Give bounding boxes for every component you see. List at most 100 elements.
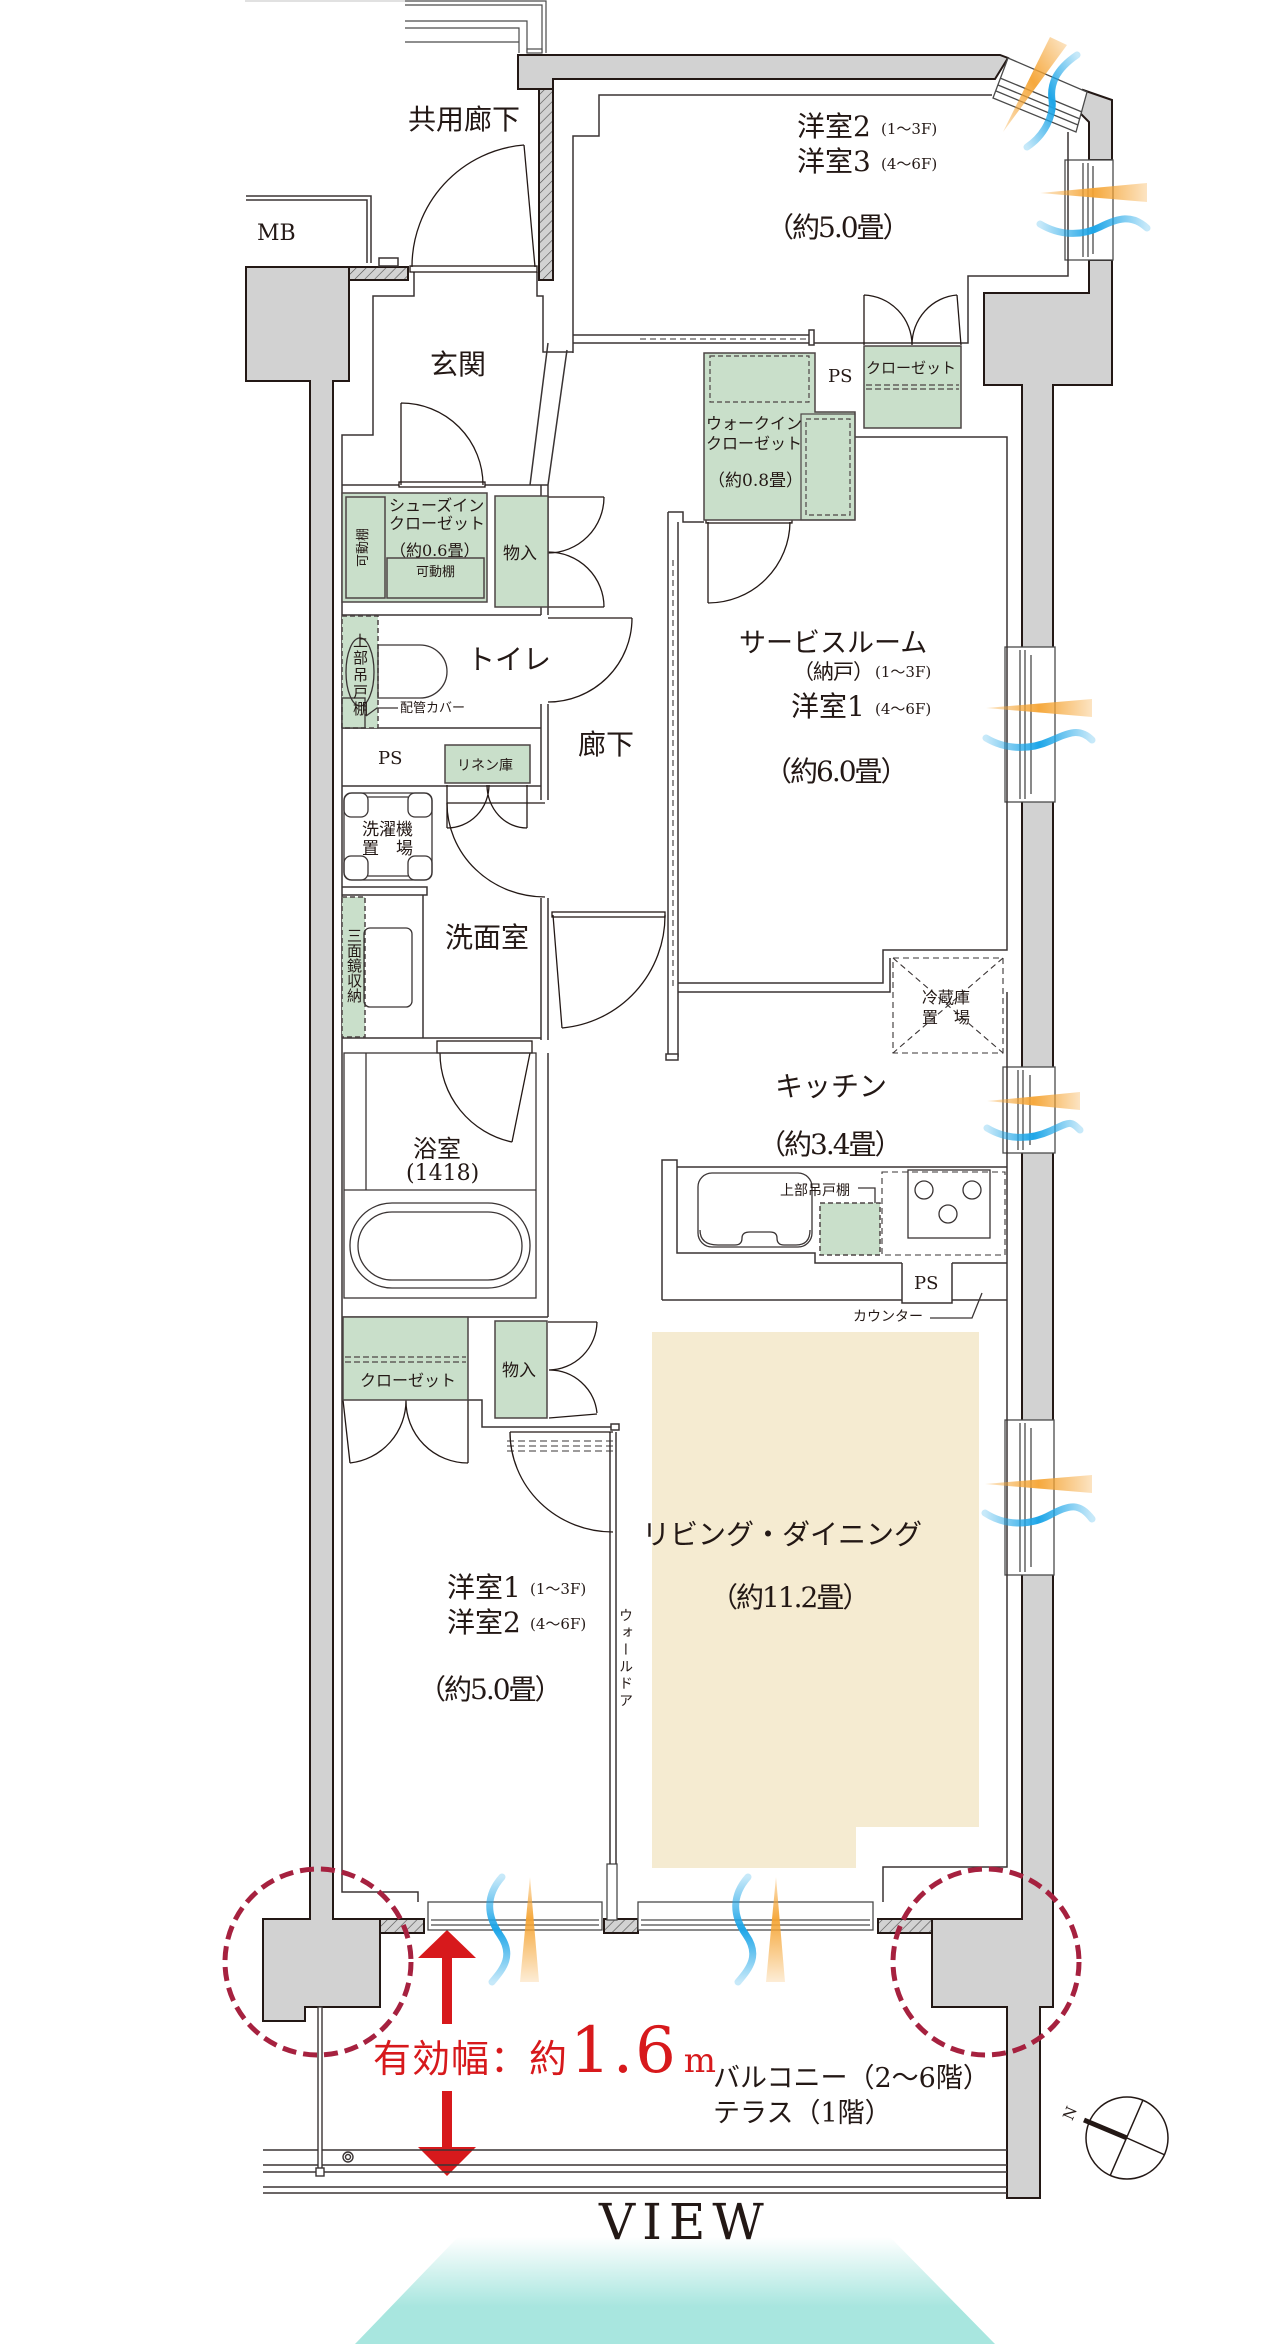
closet-south-doors [342,1399,469,1464]
view-direction-fan [355,2237,995,2344]
hall-wall-cap [665,1053,679,1061]
label-storage-1: 物入 [503,544,537,564]
label-mirror-cabinet: 三面鏡収納 [345,928,363,1003]
walk-in-door [707,521,791,604]
label-south-room-floors-b: (4〜6F) [530,1615,587,1633]
balcony-divider [317,2006,323,2174]
bathroom-unit [343,1052,537,1299]
laundry-walls [342,785,541,1039]
effective-width-prefix: 有効幅：約 [373,2037,569,2081]
kitchen-counter [661,1159,1007,1304]
drain-icon [342,2151,354,2163]
label-south-room-floors-a: (1〜3F) [530,1580,587,1598]
label-south-room-size: （約5.0畳） [418,1673,563,1706]
label-shoe-closet-side-shelf: 可動棚 [356,527,371,567]
airflow-wave-icon [486,51,1151,1986]
north-room-sliding-door [573,334,811,344]
window-east-service-room [1004,646,1056,803]
toilet-upper-cabinet [341,615,379,729]
label-kitchen-size: （約3.4畳） [758,1128,903,1161]
upper-structure-lines [245,0,547,54]
entrance-door-threshold [409,265,538,273]
balcony [263,2006,1007,2194]
label-shoe-closet-line2: クローゼット [389,514,486,533]
label-shoe-closet-line1: シューズイン [389,496,485,515]
equipment [341,637,1006,1319]
label-living-dining-size: （約11.2畳） [710,1581,870,1614]
mirror-cabinet [341,896,366,1038]
label-fridge-line2: 置 場 [922,1008,971,1027]
label-service-room-floors-a: (1〜3F) [875,663,932,681]
label-counter: カウンター [853,1309,923,1325]
washbasin [363,927,413,1008]
label-toilet-upper-cabinet: 上部吊戸棚 [351,633,369,718]
label-corridor: 廊下 [578,728,635,761]
label-north-room-name-a: 洋室2 [797,110,871,143]
doors [342,144,962,1533]
label-shoe-closet-size: （約0.6畳） [390,541,480,560]
hall-west-wall [540,485,549,1317]
label-closet-south: クローゼット [360,1371,457,1390]
mb-enclosure [246,195,372,263]
shoe-closet-door [400,402,484,486]
label-pipe-cover: 配管カバー [400,701,466,716]
label-kitchen-upper-cabinet: 上部吊戸棚 [780,1183,850,1199]
north-room-wall [572,94,992,353]
window-south-bedroom [427,1901,603,1931]
label-service-room-name-b: 洋室1 [791,690,865,723]
view-label: VIEW [599,2193,771,2251]
label-terrace: テラス（1階） [713,2098,892,2129]
hatched-walls [348,88,933,1934]
label-washer-line1: 洗濯機 [362,820,413,840]
label-bathroom-unit-size: (1418) [406,1161,480,1186]
sloped-hall-wall [529,342,568,486]
label-storage-2: 物入 [502,1361,536,1381]
label-south-room-name-a: 洋室1 [447,1571,521,1604]
label-washroom: 洗面室 [445,921,530,954]
sunlight-ray-icon [520,37,1147,1982]
bathtub [349,1202,531,1289]
label-entrance: 玄関 [430,348,487,381]
label-meter-box: MB [257,221,296,246]
toilet-bowl [377,644,448,699]
storage-2 [494,1320,548,1419]
window-east-living [1004,1419,1055,1576]
label-linen-closet: リネン庫 [457,758,513,774]
vanity-counter [342,886,428,1038]
label-common-corridor: 共用廊下 [408,103,521,136]
label-wall-door: ウォールドア [617,1608,633,1710]
label-toilet: トイレ [467,643,552,676]
linen-cabinet [444,744,531,784]
service-room-wall [678,436,1008,1902]
shoe-closet-shelf [386,557,485,599]
label-living-dining: リビング・ダイニング [642,1518,923,1551]
window-northeast-angled [992,57,1088,133]
label-ps-north: PS [828,366,853,387]
east-wall [931,259,1113,2199]
pipe-cover-leader [365,707,398,717]
storage-door-1 [547,496,605,608]
walk-in-closet [703,352,856,521]
label-service-room-storeroom: （納戸） [793,660,874,684]
label-service-room: サービスルーム [739,628,928,659]
windows [427,57,1114,1931]
mb-cap [378,257,399,267]
label-washer-line2: 置 場 [362,839,413,859]
label-ps-west: PS [378,748,403,769]
label-bathroom: 浴室 [413,1135,461,1163]
bathroom-door [439,1052,531,1143]
label-ps-kitchen: PS [914,1273,939,1294]
toilet-door [547,617,633,703]
hall-east-wall [667,511,704,1057]
effective-width-unit: m [683,2041,717,2081]
compass-needle [1083,2117,1128,2141]
storage-1 [494,495,549,608]
wall-door-partition [609,1432,617,1864]
label-south-room-name-b: 洋室2 [447,1606,521,1639]
label-shoe-closet-shelf: 可動棚 [416,565,456,580]
label-walk-in-size: （約0.8畳） [708,471,804,491]
living-dining-floor [652,1332,979,1868]
label-north-room-size: （約5.0畳） [766,211,911,244]
